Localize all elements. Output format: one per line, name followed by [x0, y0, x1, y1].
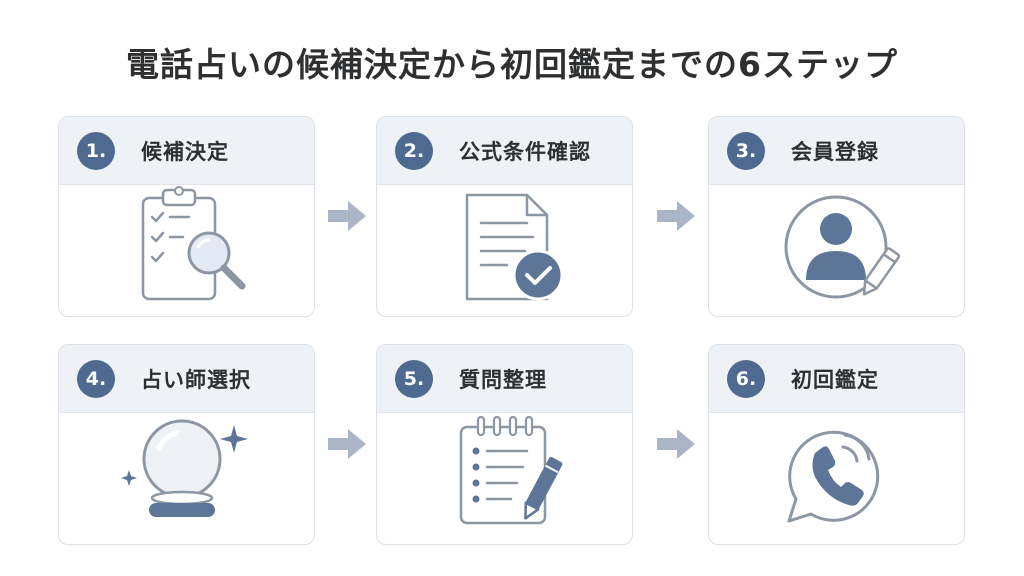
- step-card-2: 2. 公式条件確認: [376, 116, 633, 317]
- arrow-right-icon: [657, 429, 695, 459]
- step-label-2: 公式条件確認: [459, 139, 591, 164]
- page-title: 電話占いの候補決定から初回鑑定までの6ステップ: [126, 45, 898, 84]
- step-label-3: 会員登録: [791, 139, 879, 164]
- arrow-right-icon: [328, 429, 366, 459]
- step-header-6: 6. 初回鑑定: [709, 345, 964, 413]
- step-label-5: 質問整理: [459, 367, 547, 392]
- step-card-3: 3. 会員登録: [708, 116, 965, 317]
- crystal-ball-icon: [121, 419, 248, 517]
- step-label-6: 初回鑑定: [791, 367, 879, 392]
- arrow-right-icon: [657, 201, 695, 231]
- step-header-3: 3. 会員登録: [709, 117, 964, 185]
- step-card-5: 5. 質問整理: [376, 344, 633, 545]
- step-number-1: 1.: [77, 131, 115, 170]
- notepad-pen-icon: [459, 415, 563, 525]
- user-pencil-icon: [784, 195, 901, 299]
- document-check-icon: [465, 193, 564, 301]
- step-header-5: 5. 質問整理: [377, 345, 632, 413]
- step-number-4: 4.: [77, 359, 115, 398]
- step-card-4: 4. 占い師選択: [58, 344, 315, 545]
- step-number-5: 5.: [395, 359, 433, 398]
- step-header-1: 1. 候補決定: [59, 117, 314, 185]
- phone-call-icon: [787, 430, 880, 523]
- step-header-4: 4. 占い師選択: [59, 345, 314, 413]
- step-number-3: 3.: [727, 131, 765, 170]
- step-card-6: 6. 初回鑑定: [708, 344, 965, 545]
- arrow-right-icon: [328, 201, 366, 231]
- step-number-6: 6.: [727, 359, 765, 398]
- clipboard-magnifier-icon: [141, 186, 246, 301]
- step-label-4: 占い師選択: [141, 367, 251, 392]
- step-label-1: 候補決定: [141, 139, 229, 164]
- step-card-1: 1. 候補決定: [58, 116, 315, 317]
- step-number-2: 2.: [395, 131, 433, 170]
- step-header-2: 2. 公式条件確認: [377, 117, 632, 185]
